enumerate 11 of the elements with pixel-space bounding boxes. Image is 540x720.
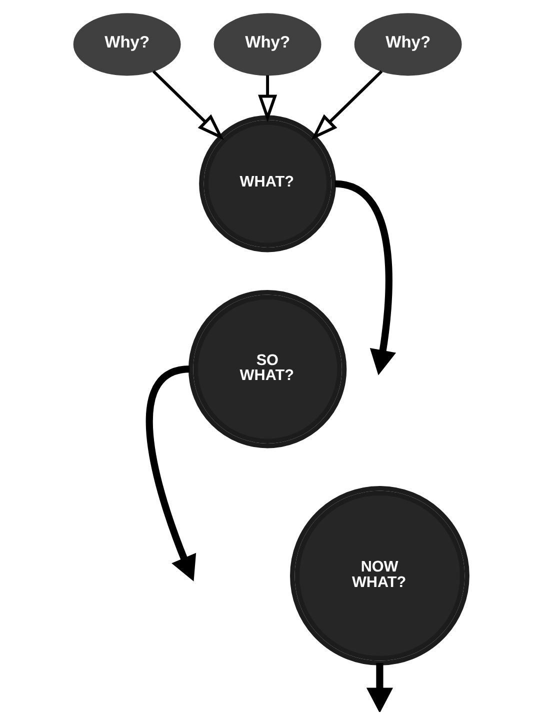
arrow [152, 70, 224, 140]
arrow [334, 180, 396, 375]
arrow [366, 662, 392, 712]
node-ellipse: Why? [354, 12, 462, 76]
arrow [310, 70, 382, 140]
arrow [258, 74, 277, 122]
node-circle: SO WHAT? [188, 290, 346, 448]
node-ellipse: Why? [72, 12, 180, 76]
arrow [145, 365, 196, 581]
node-ellipse: Why? [213, 12, 321, 76]
node-circle: NOW WHAT? [289, 485, 469, 665]
